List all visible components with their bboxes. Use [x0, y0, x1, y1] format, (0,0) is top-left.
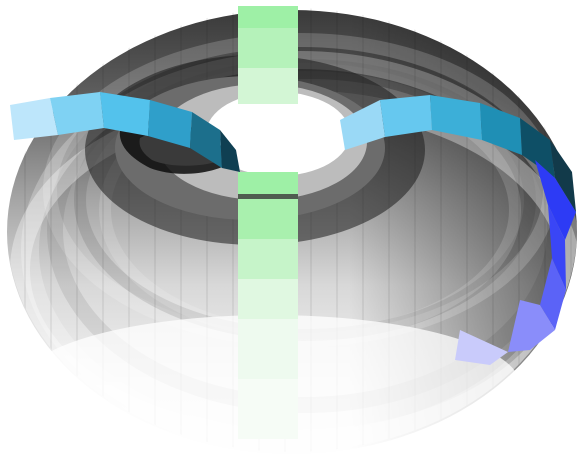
meridian-band-segment	[238, 239, 298, 279]
meridian-band-segment	[238, 6, 298, 28]
meridian-band-edge	[238, 194, 298, 199]
meridian-band-segment	[238, 379, 298, 439]
meridian-band-segment	[238, 172, 298, 194]
longitude-band-segment	[10, 98, 58, 140]
meridian-band-segment	[238, 199, 298, 239]
meridian-band	[238, 6, 298, 439]
meridian-band-segment	[238, 319, 298, 379]
longitude-band-segment	[380, 95, 432, 137]
meridian-band-segment	[238, 68, 298, 104]
longitude-band-segment	[50, 92, 104, 135]
meridian-band-segment	[238, 279, 298, 319]
meridian-band-segment	[238, 28, 298, 68]
